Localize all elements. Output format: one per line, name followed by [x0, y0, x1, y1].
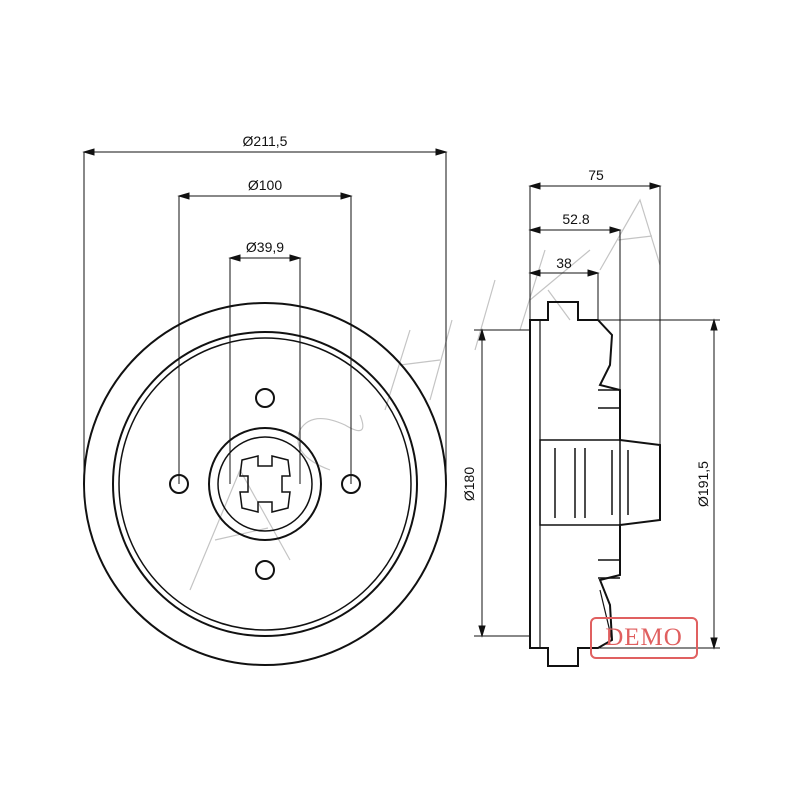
front-dimensions	[82, 148, 448, 484]
side-view	[529, 301, 661, 667]
center-bore	[239, 455, 291, 513]
dim-outer-diameter: Ø211,5	[243, 133, 288, 149]
dim-total-height: 75	[588, 167, 604, 183]
bolt-hole-top	[255, 388, 275, 408]
bolt-hole-bottom	[255, 560, 275, 580]
hub-bore	[539, 439, 621, 526]
drum-face	[112, 331, 418, 637]
dim-drum-diameter: Ø191,5	[695, 461, 711, 507]
brand-watermark	[189, 198, 661, 591]
front-view	[83, 302, 447, 666]
dim-bolt-circle: Ø100	[248, 177, 282, 193]
demo-stamp: DEMO	[590, 617, 698, 659]
hub-inner	[217, 436, 313, 532]
dim-flange-height: 38	[556, 255, 572, 271]
drum-profile	[529, 301, 661, 667]
dim-inner-diameter: Ø180	[461, 467, 477, 501]
hub-outer	[208, 427, 322, 541]
dim-hub-height: 52.8	[562, 211, 589, 227]
demo-stamp-label: DEMO	[605, 624, 683, 651]
drum-inner-ring	[118, 337, 412, 631]
outer-rim	[83, 302, 447, 666]
dim-center-bore: Ø39,9	[246, 239, 284, 255]
side-dimensions	[474, 182, 720, 650]
